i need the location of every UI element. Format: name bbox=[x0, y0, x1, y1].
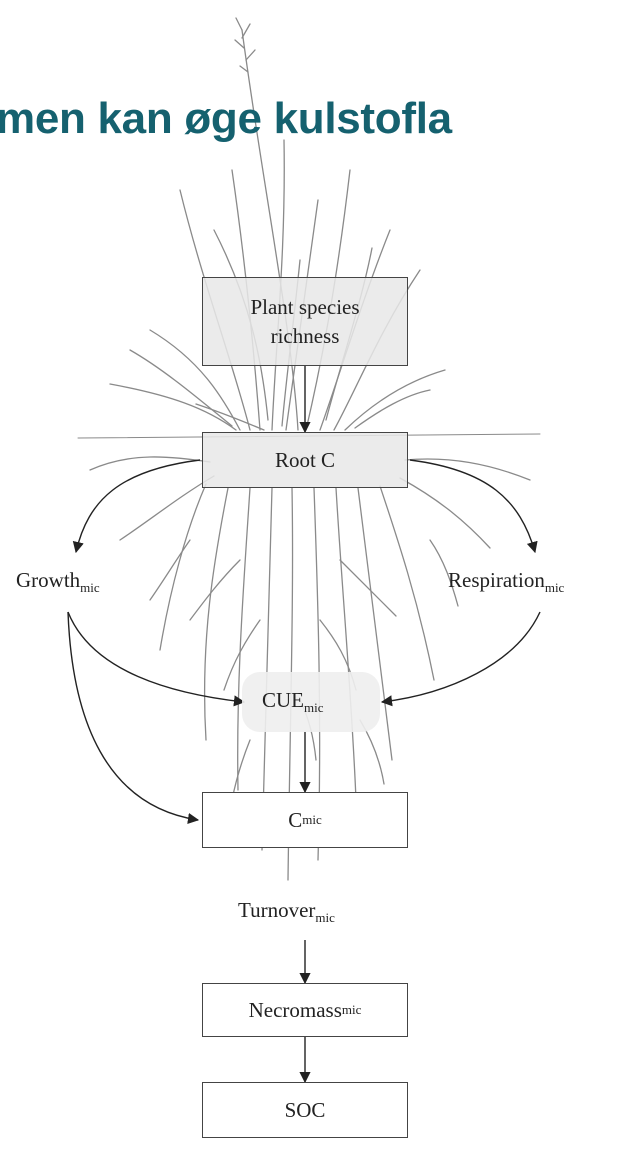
node-root-c: Root C bbox=[202, 432, 408, 488]
label-growth-sub: mic bbox=[80, 580, 100, 595]
node-soc: SOC bbox=[202, 1082, 408, 1138]
node-root-c-label: Root C bbox=[275, 446, 335, 474]
label-growth-mic: Growthmic bbox=[16, 568, 100, 596]
label-cue-mic: CUEmic bbox=[262, 688, 324, 716]
label-respiration-mic: Respirationmic bbox=[448, 568, 564, 596]
label-turnover-sub: mic bbox=[315, 910, 335, 925]
arrow-root-to-respiration bbox=[410, 460, 535, 552]
label-cue-base: CUE bbox=[262, 688, 304, 712]
node-c-mic-base: C bbox=[288, 806, 302, 834]
label-respiration-sub: mic bbox=[545, 580, 565, 595]
arrow-growth-to-cue bbox=[68, 612, 244, 702]
label-turnover-base: Turnover bbox=[238, 898, 315, 922]
node-plant-species-richness-line1: Plant species bbox=[250, 293, 359, 321]
label-respiration-base: Respiration bbox=[448, 568, 545, 592]
arrow-root-to-growth bbox=[76, 460, 200, 552]
node-necromass-sub: mic bbox=[342, 1001, 362, 1019]
node-plant-species-richness-line2: richness bbox=[271, 322, 340, 350]
node-c-mic-sub: mic bbox=[302, 811, 322, 829]
node-necromass-base: Necromass bbox=[249, 996, 342, 1024]
label-growth-base: Growth bbox=[16, 568, 80, 592]
label-cue-sub: mic bbox=[304, 700, 324, 715]
node-soc-label: SOC bbox=[285, 1096, 326, 1124]
arrow-respiration-to-cue bbox=[382, 612, 540, 702]
page-title: men kan øge kulstofla bbox=[0, 94, 452, 144]
label-turnover-mic: Turnovermic bbox=[238, 898, 335, 926]
node-plant-species-richness: Plant species richness bbox=[202, 277, 408, 366]
